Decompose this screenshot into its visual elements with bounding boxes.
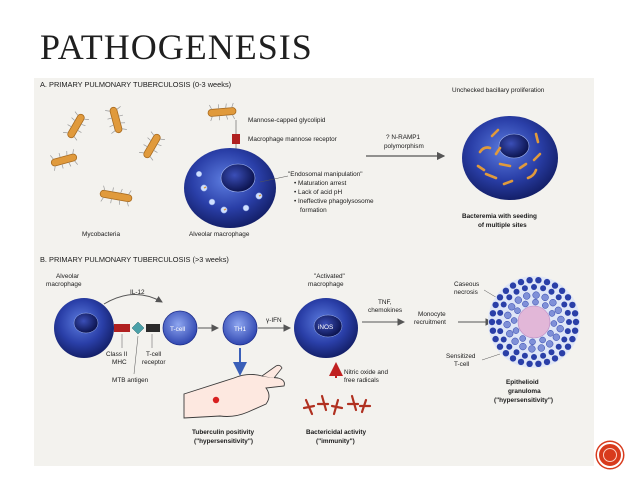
forearm-skin-test (183, 364, 285, 419)
sensitized-label-line1: Sensitized (446, 353, 476, 360)
tuberculin-label-line2: ("hypersensitivity") (194, 438, 253, 445)
nramp-label-line2: polymorphism (384, 143, 424, 150)
alveolar-macrophage-label: Alveolar macrophage (189, 231, 250, 238)
tcell-receptor-icon (146, 324, 160, 332)
unchecked-proliferation-label: Unchecked bacillary proliferation (452, 87, 545, 94)
tcr-label-line1: T-cell (146, 351, 161, 358)
monocyte-label-line1: Monocyte (418, 311, 446, 318)
mtb-antigen-icon (131, 321, 145, 335)
panel-b-heading: B. PRIMARY PULMONARY TUBERCULOSIS (>3 we… (40, 255, 229, 264)
alveolar-macrophage-b-cell (54, 298, 114, 358)
endosomal-pointer (259, 175, 289, 183)
inos-label: iNOS (318, 324, 333, 331)
activated-label-line1: "Activated" (314, 273, 345, 280)
tuberculin-label-line1: Tuberculin positivity (192, 429, 254, 436)
epithelioid-label-line3: ("hypersensitivity") (494, 397, 553, 404)
epithelioid-label-line1: Epithelioid (506, 379, 539, 386)
tnf-label-line2: chemokines (368, 307, 402, 314)
mycobacteria-cluster (50, 102, 237, 207)
ifn-label: γ-IFN (266, 317, 282, 324)
tcell-cell (162, 310, 198, 346)
sensitized-label-line2: T-cell (454, 361, 469, 368)
tnf-label-line1: TNF, (378, 299, 392, 306)
nitric-label-line1: Nitric oxide and (344, 369, 388, 376)
alveolar-b-label-line2: macrophage (46, 281, 82, 288)
antigen-pointer (133, 335, 139, 375)
mycobacteria-label: Mycobacteria (82, 231, 120, 238)
mannose-receptor-label: Macrophage mannose receptor (248, 136, 338, 143)
th1-cell (222, 310, 258, 346)
endosomal-bullet-2: • Lack of acid pH (294, 189, 342, 196)
il12-arrow (103, 293, 163, 305)
monocyte-label-line2: recruitment (414, 319, 446, 326)
th1-label: TH1 (234, 326, 247, 333)
nitric-label-line2: free radicals (344, 377, 379, 384)
mtb-antigen-label: MTB antigen (112, 377, 149, 384)
slide-title: PATHOGENESIS (40, 27, 313, 67)
next-slide-button[interactable] (597, 442, 623, 468)
endosomal-bullet-3b: formation (300, 207, 327, 214)
class2-label-line2: MHC (112, 359, 127, 366)
bactericidal-label-line1: Bactericidal activity (306, 429, 366, 436)
nramp-label-line1: ? N-RAMP1 (386, 134, 421, 141)
infected-macrophage-cell (462, 116, 558, 200)
class2-mhc-icon (114, 324, 130, 332)
sensitized-pointer (481, 353, 501, 361)
endosomal-bullet-3: • Ineffective phagolysosome (294, 198, 374, 205)
bacteremia-label-line2: of multiple sites (478, 222, 527, 229)
tcr-label-line2: receptor (142, 359, 166, 366)
endosomal-label: "Endosomal manipulation" (288, 171, 363, 178)
class2-label-line1: Class II (106, 351, 128, 358)
mannose-glycolipid-label: Mannose-capped glycolipid (248, 117, 326, 124)
pathogenesis-diagram: A. PRIMARY PULMONARY TUBERCULOSIS (0-3 w… (34, 78, 594, 466)
tcell-label: T-cell (170, 326, 185, 333)
alveolar-macrophage-cell (184, 148, 276, 228)
epithelioid-label-line2: granuloma (508, 388, 541, 395)
killed-bacteria-icon (302, 394, 372, 416)
activated-label-line2: macrophage (308, 281, 344, 288)
caseous-label-line1: Caseous (454, 281, 479, 288)
bactericidal-label-line2: ("immunity") (316, 438, 355, 445)
endosomal-bullet-1: • Maturation arrest (294, 180, 347, 187)
bacteremia-label-line1: Bacteremia with seeding (462, 213, 537, 220)
panel-a-heading: A. PRIMARY PULMONARY TUBERCULOSIS (0-3 w… (40, 80, 231, 89)
il12-label: IL-12 (130, 289, 145, 296)
alveolar-b-label-line1: Alveolar (56, 273, 80, 280)
activated-macrophage-cell (294, 298, 358, 358)
skin-reaction-icon (212, 396, 220, 404)
mannose-receptor-icon (232, 134, 240, 144)
granuloma-icon (488, 276, 580, 368)
caseous-label-line2: necrosis (454, 289, 478, 296)
